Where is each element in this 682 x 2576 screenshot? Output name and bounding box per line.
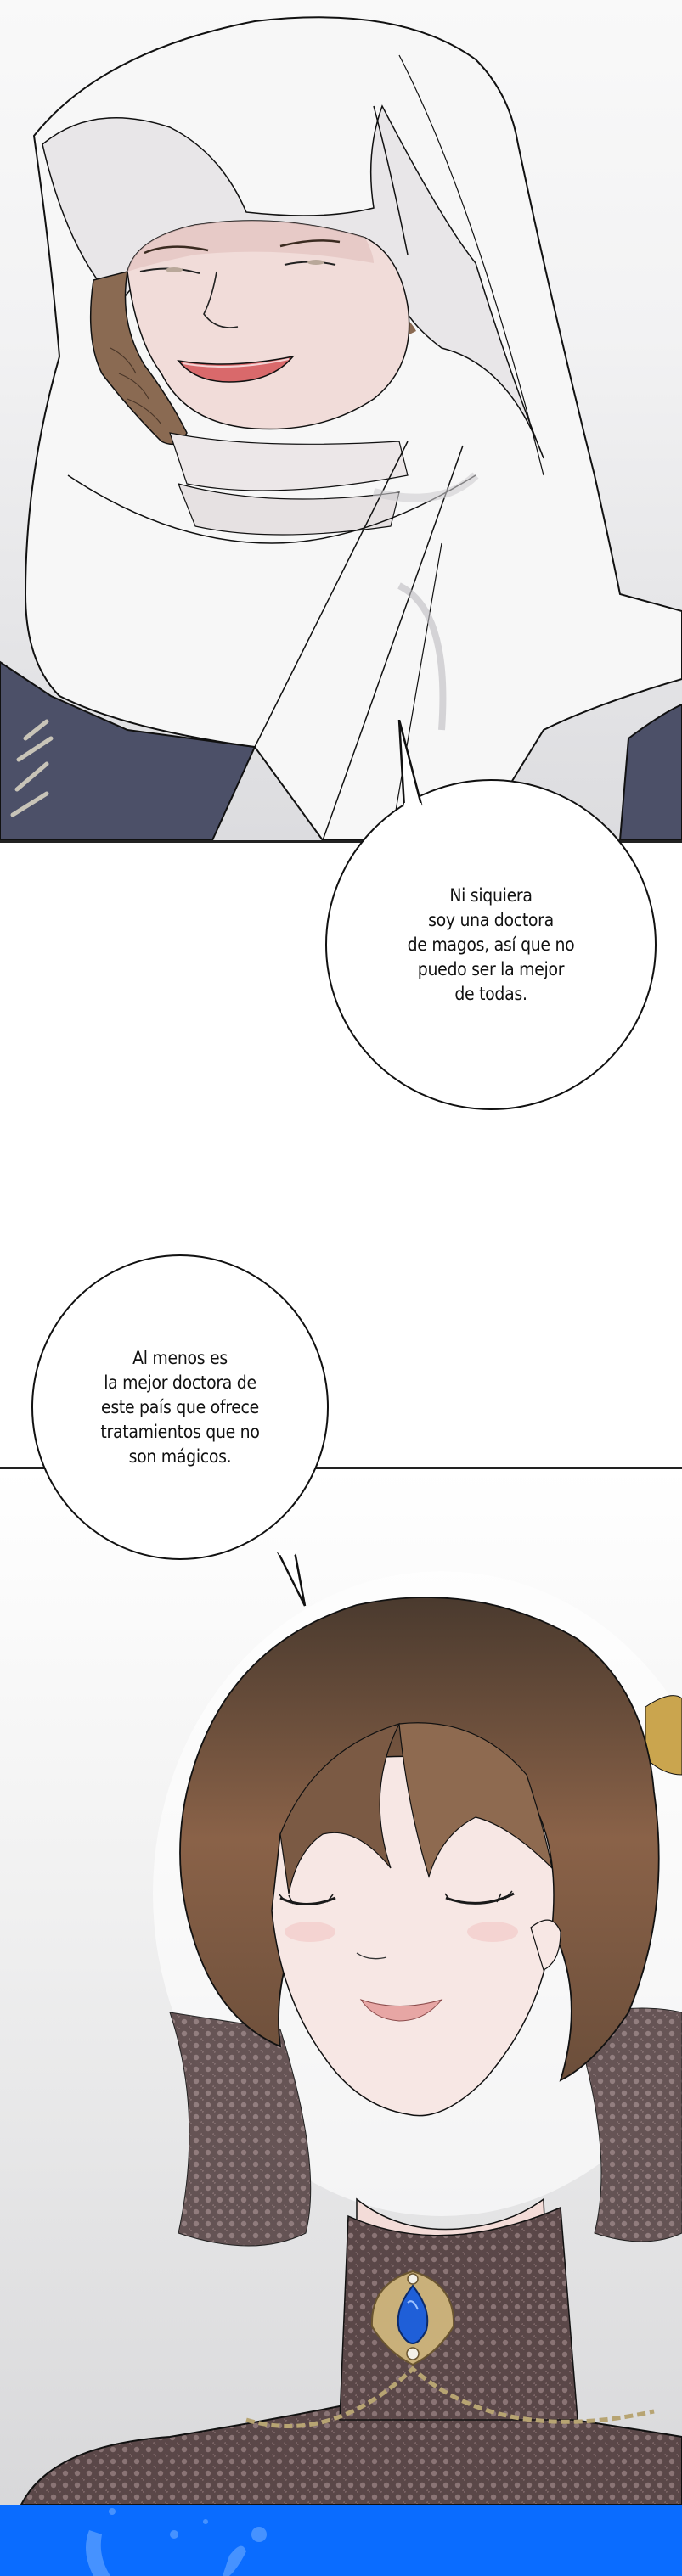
blue-jewel-brooch bbox=[370, 2270, 455, 2366]
hooded-woman-illustration bbox=[0, 16, 682, 840]
footer-band bbox=[0, 2505, 682, 2576]
panel-veiled-woman bbox=[0, 1467, 682, 2507]
panel-hooded-woman bbox=[0, 0, 682, 843]
footer-decoration bbox=[86, 2508, 267, 2576]
bubble-2-tail bbox=[276, 1550, 307, 1607]
speech-bubble-1: Ni siquiera soy una doctora de magos, as… bbox=[325, 779, 657, 1110]
speech-bubble-2: Al menos es la mejor doctora de este paí… bbox=[31, 1254, 329, 1560]
speech-bubble-2-text: Al menos es la mejor doctora de este paí… bbox=[100, 1347, 260, 1467]
veiled-woman-illustration bbox=[20, 1571, 682, 2505]
bubble-1-tail bbox=[397, 720, 423, 811]
speech-bubble-1-text: Ni siquiera soy una doctora de magos, as… bbox=[407, 884, 575, 1004]
